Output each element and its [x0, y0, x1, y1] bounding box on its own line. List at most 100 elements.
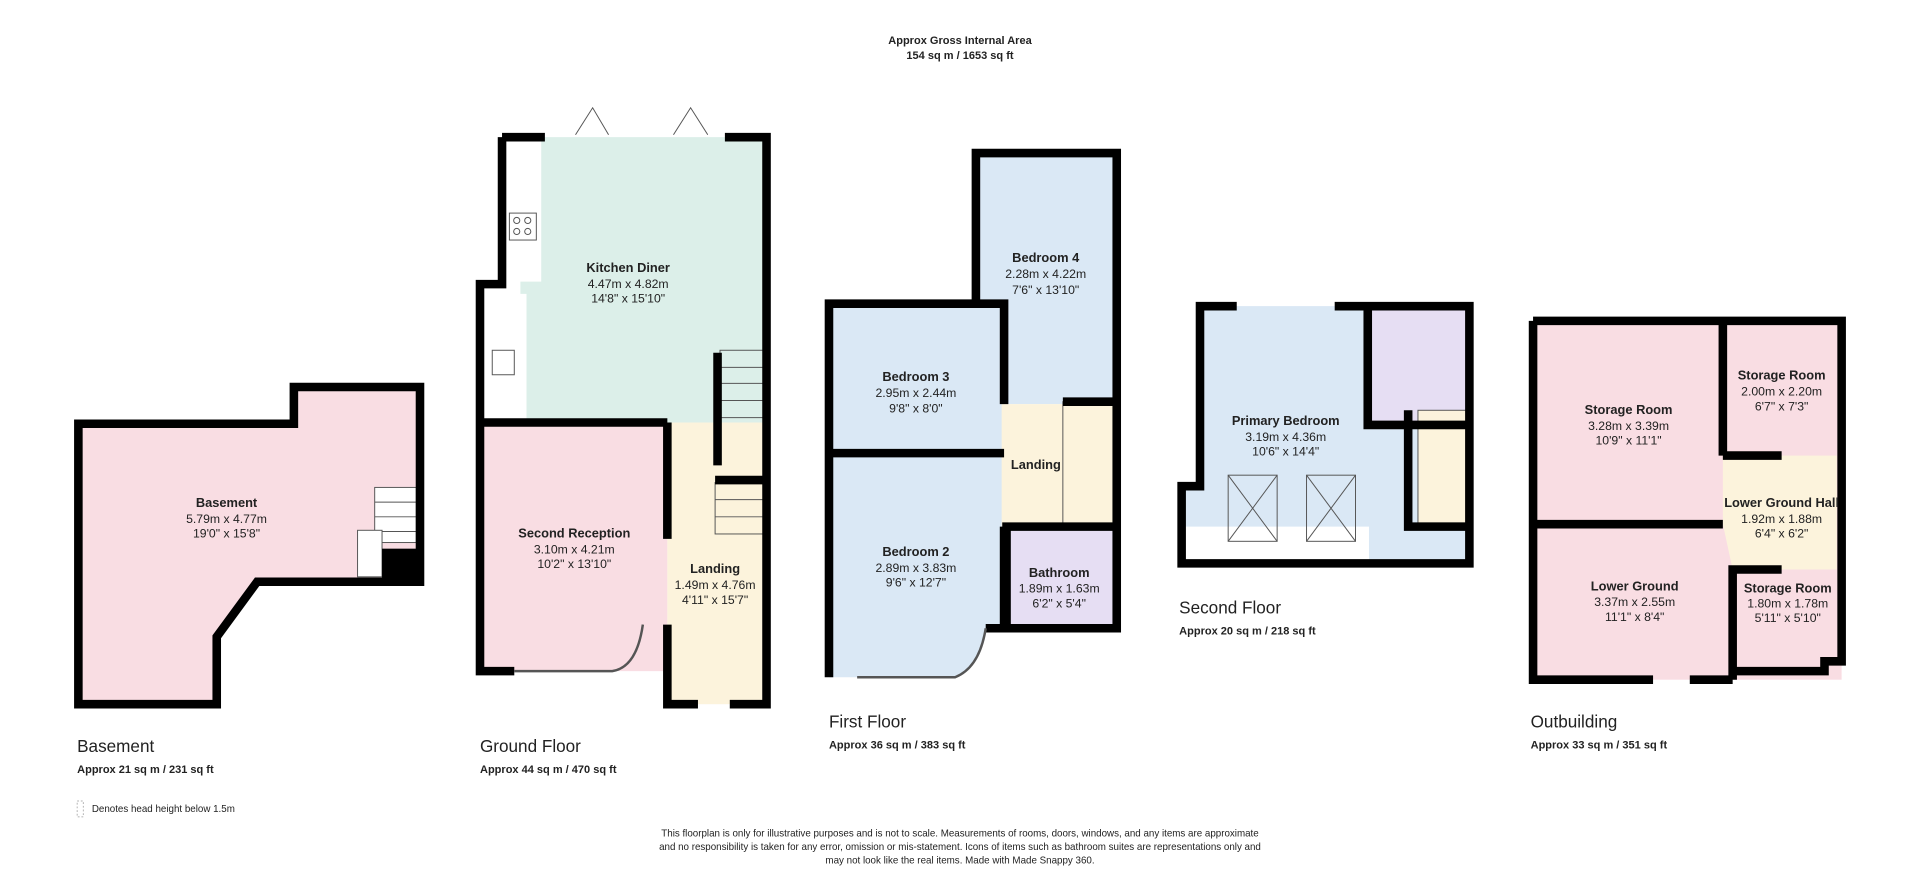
- room-name: Storage Room: [1585, 402, 1673, 417]
- room-imperial: 9'6" x 12'7": [886, 576, 946, 590]
- room-name: Lower Ground: [1591, 578, 1679, 593]
- gross-area-title: Approx Gross Internal Area: [888, 35, 1032, 47]
- room-metric: 2.28m x 4.22m: [1005, 267, 1086, 281]
- room-metric: 2.95m x 2.44m: [875, 386, 956, 400]
- room-name: Storage Room: [1744, 581, 1832, 596]
- room-imperial: 10'2" x 13'10": [537, 557, 611, 571]
- room-metric: 1.49m x 4.76m: [675, 578, 756, 592]
- room-imperial: 9'8" x 8'0": [889, 402, 942, 416]
- room-ensuite: [1367, 308, 1467, 425]
- floor-area: Approx 20 sq m / 218 sq ft: [1179, 625, 1316, 637]
- room-kitchen-diner: [520, 137, 767, 423]
- basement-wall-block: [382, 548, 420, 582]
- room-name: Storage Room: [1738, 368, 1826, 383]
- floor-area: Approx 36 sq m / 383 sq ft: [829, 739, 966, 751]
- skylight-icon: [1227, 474, 1356, 542]
- room-metric: 1.80m x 1.78m: [1747, 596, 1828, 610]
- room-metric: 3.37m x 2.55m: [1594, 595, 1675, 609]
- room-name: Bedroom 4: [1012, 250, 1080, 265]
- room-name: Kitchen Diner: [586, 260, 669, 275]
- room-label: Bedroom 4 2.28m x 4.22m 7'6" x 13'10": [1005, 250, 1086, 297]
- disclaimer: This floorplan is only for illustrative …: [659, 828, 1261, 866]
- room-imperial: 11'1" x 8'4": [1605, 610, 1664, 624]
- room-name: Second Reception: [518, 526, 630, 541]
- room-imperial: 4'11" x 15'7": [682, 593, 748, 607]
- stairs-icon: [1062, 401, 1115, 528]
- room-metric: 2.89m x 3.83m: [875, 561, 956, 575]
- first-floor-plan: Bedroom 4 2.28m x 4.22m 7'6" x 13'10" Bedr…: [824, 148, 1122, 751]
- room-imperial: 14'8" x 15'10": [591, 291, 665, 305]
- room-second-reception: [480, 422, 668, 672]
- head-height-icon: [76, 800, 84, 818]
- floor-name: Second Floor: [1179, 598, 1281, 618]
- floor-name: Ground Floor: [480, 736, 581, 756]
- room-name: Bedroom 2: [882, 544, 949, 559]
- room-metric: 3.19m x 4.36m: [1245, 430, 1326, 444]
- room-imperial: 6'7" x 7'3": [1755, 399, 1808, 413]
- room-imperial: 6'2" x 5'4": [1032, 596, 1085, 610]
- disclaimer-line: may not look like the real items. Made w…: [825, 855, 1094, 866]
- hob-icon: [508, 212, 537, 241]
- door-icon: [575, 106, 709, 135]
- room-metric: 5.79m x 4.77m: [186, 512, 267, 526]
- room-imperial: 7'6" x 13'10": [1012, 283, 1079, 297]
- disclaimer-line: This floorplan is only for illustrative …: [661, 828, 1258, 839]
- floor-area: Approx 33 sq m / 351 sq ft: [1531, 739, 1668, 751]
- room-name: Lower Ground Hall: [1724, 495, 1839, 510]
- room-landing: [667, 422, 767, 705]
- room-name: Bathroom: [1029, 565, 1090, 580]
- room-imperial: 10'6" x 14'4": [1252, 445, 1319, 459]
- stairs-icon: [357, 486, 417, 578]
- floor-name: Basement: [77, 736, 154, 756]
- gross-area-value: 154 sq m / 1653 sq ft: [906, 50, 1013, 62]
- room-bedroom-3: [828, 303, 1005, 454]
- room-name: Bedroom 3: [882, 369, 949, 384]
- room-basement: [78, 387, 421, 705]
- legend: Denotes head height below 1.5m: [76, 800, 235, 818]
- header: Approx Gross Internal Area 154 sq m / 16…: [888, 35, 1032, 62]
- room-metric: 3.10m x 4.21m: [534, 543, 615, 557]
- room-metric: 1.89m x 1.63m: [1019, 582, 1100, 596]
- floor-area: Approx 21 sq m / 231 sq ft: [77, 764, 214, 776]
- room-imperial: 19'0" x 15'8": [193, 527, 260, 541]
- floor-area: Approx 44 sq m / 470 sq ft: [480, 764, 617, 776]
- room-label: Bedroom 3 2.95m x 2.44m 9'8" x 8'0": [875, 369, 956, 416]
- room-imperial: 5'11" x 5'10": [1755, 611, 1821, 625]
- room-imperial: 6'4" x 6'2": [1755, 527, 1808, 541]
- room-landing-first: [1001, 404, 1063, 527]
- floor-name: Outbuilding: [1531, 711, 1618, 731]
- room-metric: 3.28m x 3.39m: [1588, 419, 1669, 433]
- room-name: Primary Bedroom: [1232, 413, 1340, 428]
- room-lower-ground-hall: [1722, 455, 1837, 570]
- room-bathroom: [1006, 529, 1115, 629]
- floor-name: First Floor: [829, 711, 906, 731]
- room-metric: 1.92m x 1.88m: [1741, 512, 1822, 526]
- legend-note: Denotes head height below 1.5m: [92, 804, 235, 815]
- room-name: Basement: [196, 495, 258, 510]
- room-imperial: 10'9" x 11'1": [1595, 434, 1661, 448]
- sink-icon: [491, 349, 515, 376]
- room-metric: 2.00m x 2.20m: [1741, 385, 1822, 399]
- room-name: Landing: [1011, 457, 1061, 472]
- room-bedroom-2: [828, 453, 1005, 678]
- room-name: Landing: [690, 561, 740, 576]
- room-metric: 4.47m x 4.82m: [588, 277, 669, 291]
- disclaimer-line: and no responsibility is taken for any e…: [659, 842, 1261, 853]
